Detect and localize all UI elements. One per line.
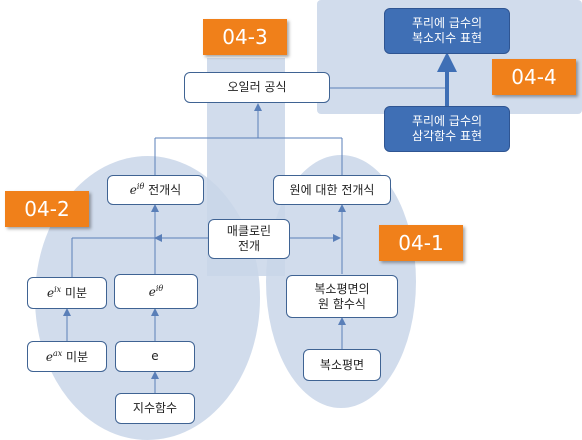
eitheta-content: eiθ: [148, 283, 164, 299]
maclaurin-box[interactable]: 매클로린 전개: [208, 219, 290, 259]
tag-04-2: 04-2: [5, 191, 89, 227]
tag-04-1: 04-1: [379, 225, 463, 261]
euler-formula-box[interactable]: 오일러 공식: [184, 72, 330, 103]
eix-derivative-box[interactable]: eix 미분: [27, 277, 107, 309]
exp-function-box[interactable]: 지수함수: [115, 393, 195, 424]
circle-expansion-box[interactable]: 원에 대한 전개식: [273, 175, 391, 205]
eitheta-box[interactable]: eiθ: [114, 274, 198, 309]
fourier-complex-box[interactable]: 푸리에 급수의 복소지수 표현: [384, 8, 510, 54]
eix-derivative-content: eix 미분: [46, 285, 88, 300]
tag-04-4: 04-4: [492, 59, 576, 95]
eitheta-expansion-box[interactable]: eiθ 전개식: [107, 175, 204, 205]
eax-derivative-box[interactable]: eax 미분: [27, 341, 107, 372]
e-box[interactable]: e: [115, 341, 195, 372]
fourier-trig-box[interactable]: 푸리에 급수의 삼각함수 표현: [384, 106, 510, 152]
eitheta-expansion-content: eiθ 전개식: [129, 182, 182, 197]
eax-derivative-content: eax 미분: [45, 348, 89, 364]
complex-circle-box[interactable]: 복소평면의 원 함수식: [286, 275, 398, 318]
tag-04-3: 04-3: [203, 19, 287, 55]
complex-plane-box[interactable]: 복소평면: [303, 349, 381, 381]
